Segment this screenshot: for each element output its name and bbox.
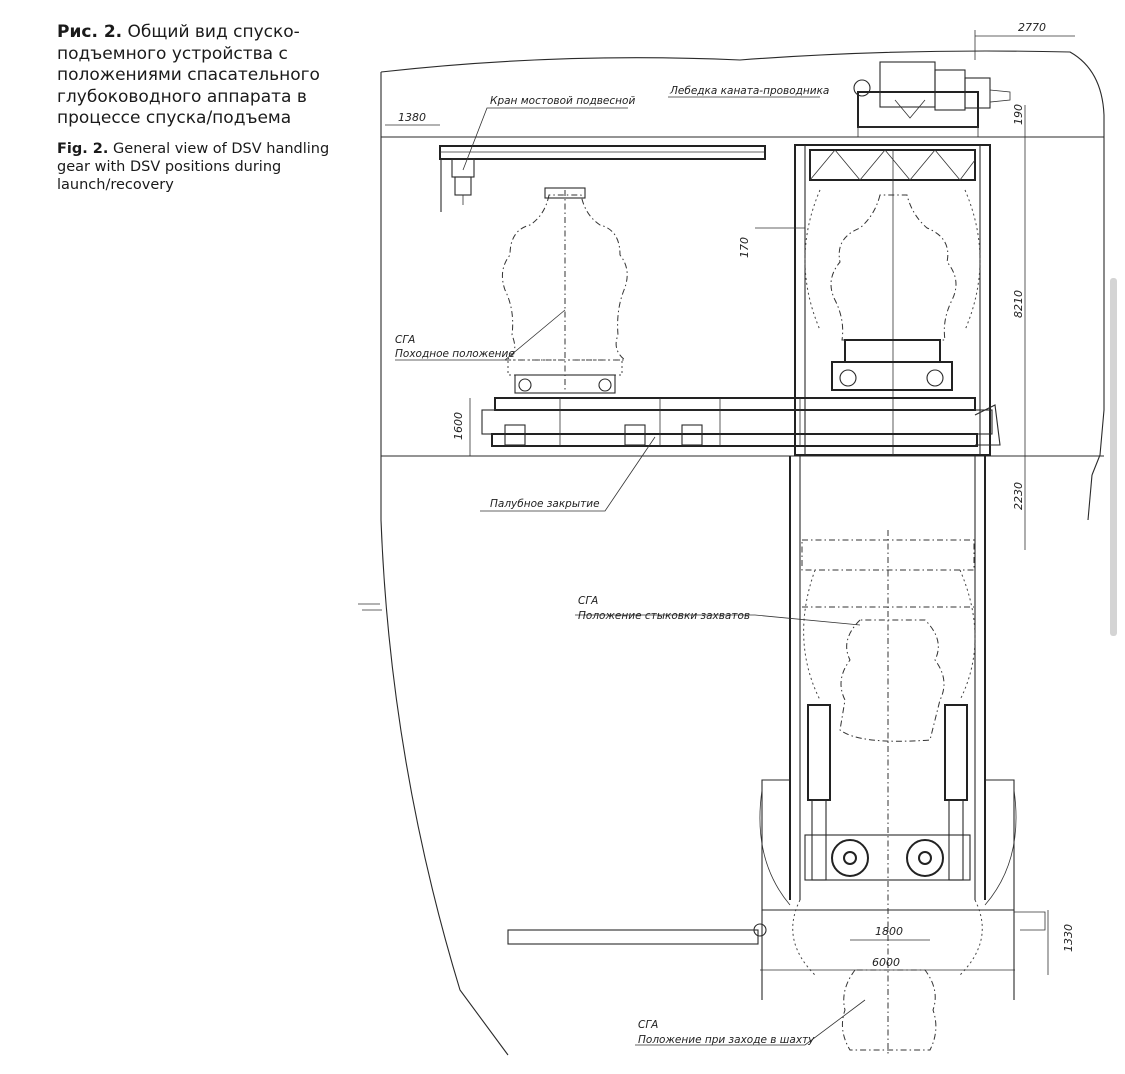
label-sga-1: СГА	[395, 334, 415, 346]
sga-stowed	[501, 187, 628, 394]
label-sga-2: СГА	[578, 595, 598, 607]
label-crane: Кран мостовой подвесной	[490, 95, 635, 107]
caption-en-label: Fig. 2.	[57, 140, 109, 157]
deck-cover	[481, 397, 1001, 447]
label-sga-3-desc: Положение при заходе в шахту	[638, 1034, 815, 1046]
caption-ru: Рис. 2. Общий вид спуско-подъемного устр…	[57, 22, 357, 130]
sga-docking	[801, 530, 976, 1055]
dim-2230: 2230	[1012, 482, 1025, 510]
dim-170: 170	[738, 237, 751, 258]
dim-1330: 1330	[1062, 924, 1075, 952]
crane	[439, 145, 766, 212]
dim-1800: 1800	[875, 925, 903, 938]
label-deck-cover: Палубное закрытие	[490, 498, 600, 510]
dim-6000: 6000	[872, 956, 900, 969]
dim-1380: 1380	[398, 111, 426, 124]
label-sga-1-desc: Походное положение	[395, 348, 515, 360]
hull-lower-right	[1087, 474, 1093, 521]
dim-1600: 1600	[452, 412, 465, 440]
hull-outline	[380, 50, 1105, 1056]
label-winch: Лебедка каната-проводника	[669, 85, 829, 97]
dim-8210: 8210	[1012, 290, 1025, 318]
caption-ru-text: Общий вид спуско-подъемного устройства с…	[57, 22, 320, 128]
dim-190: 190	[1012, 104, 1025, 125]
caption-ru-label: Рис. 2.	[57, 22, 123, 42]
leaders	[395, 96, 866, 1046]
side-rail	[507, 911, 1046, 945]
scrollbar[interactable]	[1110, 278, 1117, 636]
winch	[853, 61, 1011, 138]
label-sga-3: СГА	[638, 1019, 658, 1031]
sga-shaft-top	[804, 189, 981, 391]
caption-en-text: General view of DSV handling gear with D…	[57, 140, 330, 193]
dim-2770: 2770	[1018, 21, 1046, 34]
label-sga-2-desc: Положение стыковки захватов	[578, 610, 750, 622]
figure-caption: Рис. 2. Общий вид спуско-подъемного устр…	[57, 22, 357, 194]
sga-entering	[841, 969, 937, 1051]
shaft	[759, 144, 1017, 1000]
lower-gear	[792, 704, 983, 976]
dim-lines	[385, 30, 1075, 975]
caption-en: Fig. 2. General view of DSV handling gea…	[57, 140, 357, 194]
top-truss	[809, 149, 976, 455]
